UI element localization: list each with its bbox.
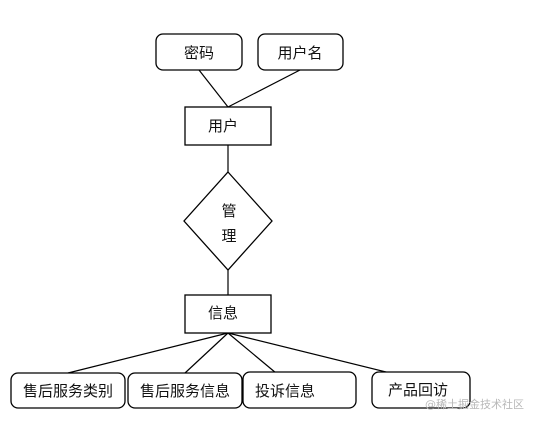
attribute-product-revisit: 产品回访 — [371, 371, 471, 409]
attribute-username: 用户名 — [257, 33, 344, 71]
attribute-product-revisit-label: 产品回访 — [388, 381, 448, 399]
edge-info-after-sales-info — [184, 332, 229, 374]
attribute-complaint-info-label: 投诉信息 — [255, 382, 315, 400]
watermark-text: @稀土掘金技术社区 — [425, 397, 524, 411]
attribute-password-label: 密码 — [184, 44, 214, 62]
attribute-after-sales-type-label: 售后服务类别 — [23, 382, 113, 400]
entity-info: 信息 — [184, 294, 272, 334]
attribute-after-sales-info-label: 售后服务信息 — [140, 382, 230, 400]
relationship-manage-char2: 理 — [221, 227, 236, 245]
attribute-after-sales-type: 售后服务类别 — [10, 372, 126, 409]
edge-info-complaint — [227, 332, 277, 374]
edge-info-after-sales-type — [67, 332, 229, 374]
edge-info-product-revisit — [227, 332, 391, 374]
entity-user-label: 用户 — [208, 117, 238, 135]
attribute-complaint-info: 投诉信息 — [242, 371, 357, 409]
relationship-manage-char1: 管 — [221, 202, 236, 220]
relationship-manage: 管 理 — [183, 171, 273, 271]
attribute-after-sales-info: 售后服务信息 — [127, 372, 243, 409]
edge-password-user — [198, 69, 229, 108]
attribute-password: 密码 — [155, 33, 243, 71]
entity-user: 用户 — [184, 106, 272, 146]
edge-username-user — [227, 69, 301, 108]
entity-info-label: 信息 — [208, 304, 238, 322]
attribute-username-label: 用户名 — [277, 44, 322, 62]
